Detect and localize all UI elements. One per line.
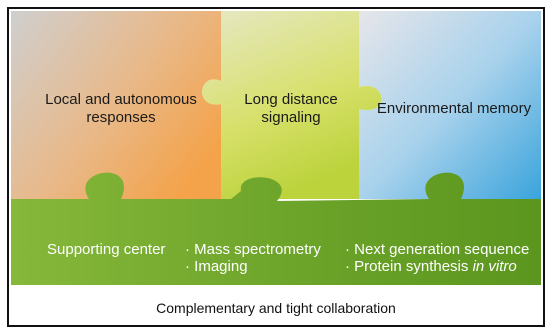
puzzle-piece-memory: [359, 11, 541, 199]
signaling-label: Long distance signaling: [229, 91, 353, 127]
list-item: · Mass spectrometry: [185, 241, 321, 258]
memory-label: Environmental memory: [369, 100, 539, 118]
supporting-center-label: Supporting center: [47, 241, 166, 258]
local-label-line1: Local and autonomous: [45, 91, 197, 108]
protein-synthesis-item: Protein synthesis: [354, 258, 473, 275]
bullet: ·: [185, 258, 190, 275]
local-responses-label: Local and autonomous responses: [23, 91, 219, 127]
local-label-line2: responses: [86, 109, 156, 126]
in-vitro-text: in vitro: [472, 258, 517, 275]
puzzle-piece-local: [11, 11, 221, 199]
imaging-item: Imaging: [194, 258, 248, 275]
sequencing-item: Next generation sequence: [354, 241, 530, 258]
list-item: · Protein synthesis in vitro: [345, 258, 529, 275]
bullet: ·: [185, 241, 190, 258]
signaling-label-line1: Long distance: [244, 91, 338, 108]
mass-spectrometry-item: Mass spectrometry: [194, 241, 321, 258]
diagram-frame: Local and autonomous responses Long dist…: [7, 7, 545, 327]
bottom-col3: · Next generation sequence · Protein syn…: [345, 241, 529, 275]
bottom-col2: · Mass spectrometry · Imaging: [185, 241, 321, 275]
bullet: ·: [345, 258, 350, 275]
memory-label-text: Environmental memory: [376, 100, 532, 117]
puzzle-piece-supporting: [11, 172, 541, 285]
puzzle-piece-signaling: [202, 11, 382, 199]
signaling-label-line2: signaling: [261, 109, 321, 126]
list-item: · Imaging: [185, 258, 321, 275]
puzzle-graphic: [11, 11, 541, 285]
caption: Complementary and tight collaboration: [156, 300, 396, 316]
bullet: ·: [345, 241, 350, 258]
list-item: · Next generation sequence: [345, 241, 529, 258]
